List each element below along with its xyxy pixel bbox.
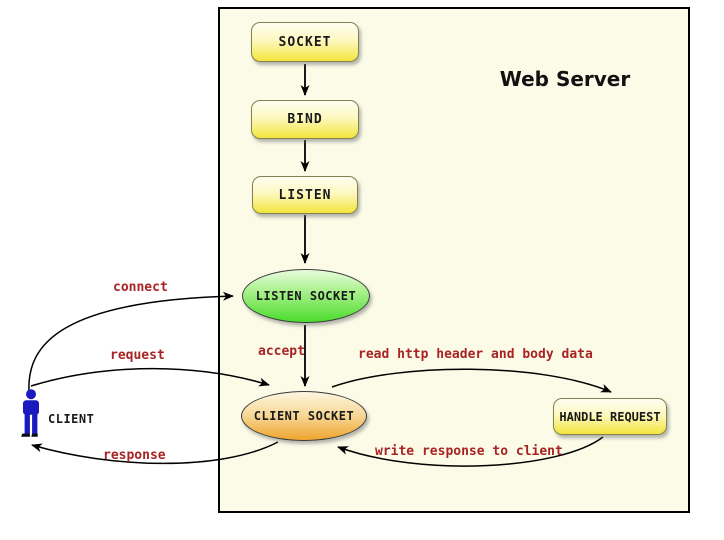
connect-arrow (28, 291, 234, 392)
node-socket-label: SOCKET (278, 34, 332, 50)
node-listen-socket-label: LISTEN SOCKET (255, 289, 357, 303)
node-client-socket: CLIENT SOCKET (241, 391, 367, 441)
edge-label-read-http: read http header and body data (358, 347, 593, 362)
node-bind-label: BIND (287, 112, 323, 127)
node-handle-request-label: HANDLE REQUEST (559, 409, 661, 424)
edge-label-response: response (103, 448, 166, 463)
node-bind: BIND (251, 100, 359, 139)
edge-label-connect: connect (113, 280, 168, 295)
client-person-icon (21, 389, 39, 437)
node-client-socket-label: CLIENT SOCKET (253, 409, 355, 423)
edge-label-accept: accept (258, 344, 305, 359)
node-listen-label: LISTEN (278, 187, 332, 203)
node-handle-request: HANDLE REQUEST (553, 398, 667, 435)
edge-label-write-response: write response to client (375, 444, 563, 459)
client-label: CLIENT (48, 412, 95, 426)
edge-label-request: request (110, 348, 165, 363)
node-listen-socket: LISTEN SOCKET (242, 269, 370, 323)
node-socket: SOCKET (251, 22, 359, 62)
page-title: Web Server (499, 67, 631, 91)
node-listen: LISTEN (252, 176, 358, 214)
